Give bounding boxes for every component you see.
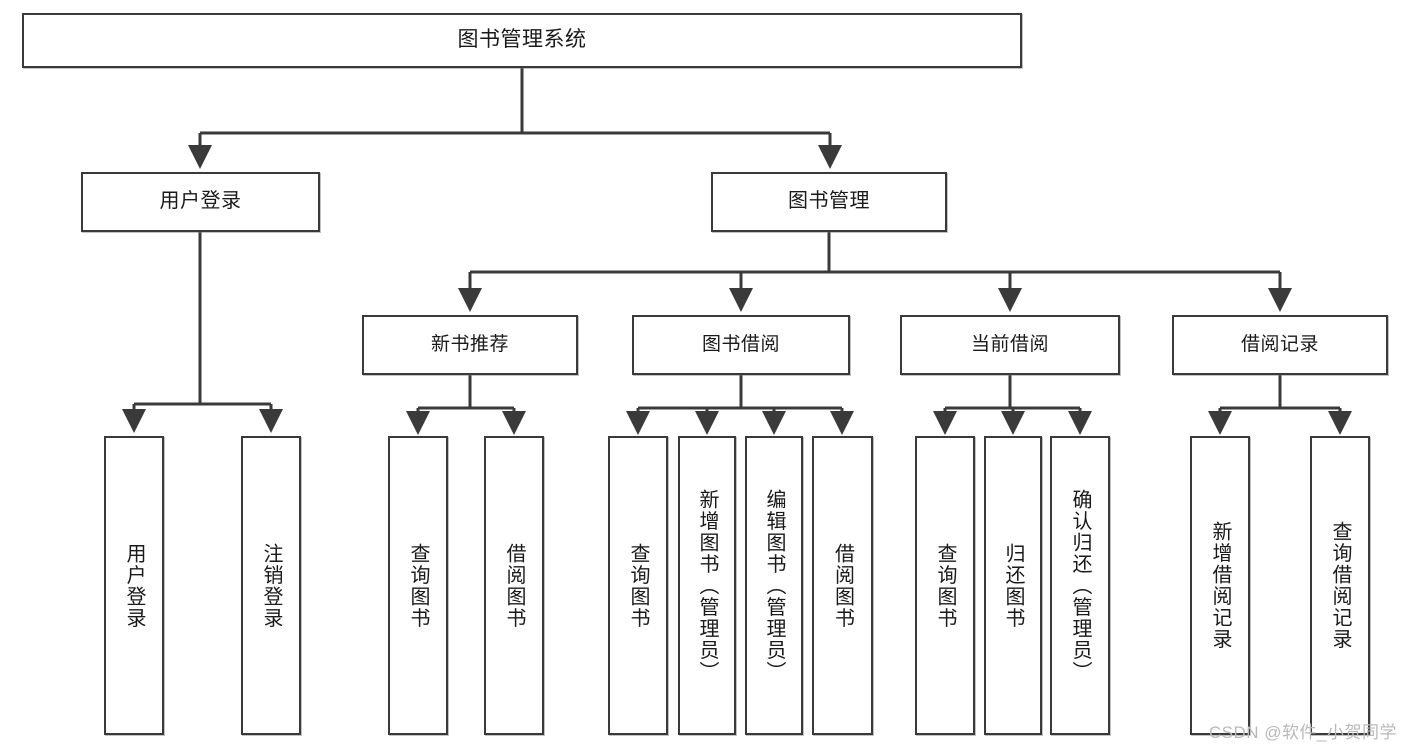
- node-new-book-recommend[interactable]: 新书推荐: [362, 315, 578, 375]
- leaf-edit-book-admin-label: 编辑图书（管理员）: [763, 488, 785, 683]
- leaf-query-book-recommend[interactable]: 查询图书: [388, 436, 448, 735]
- leaf-query-book-recommend-label: 查询图书: [407, 542, 429, 629]
- leaf-confirm-return-admin-label: 确认归还（管理员）: [1069, 488, 1091, 683]
- node-user-login-label: 用户登录: [159, 190, 242, 213]
- node-current-borrow-label: 当前借阅: [970, 333, 1049, 355]
- leaf-query-borrow-record-label: 查询借阅记录: [1329, 521, 1351, 650]
- leaf-add-borrow-record-label: 新增借阅记录: [1209, 521, 1231, 650]
- leaf-edit-book-admin[interactable]: 编辑图书（管理员）: [745, 436, 803, 735]
- node-current-borrow[interactable]: 当前借阅: [900, 315, 1120, 375]
- node-new-book-recommend-label: 新书推荐: [430, 333, 509, 355]
- leaf-add-book-admin-label: 新增图书（管理员）: [696, 488, 718, 683]
- leaf-borrow-book-recommend-label: 借阅图书: [503, 542, 525, 629]
- leaf-logout[interactable]: 注销登录: [241, 436, 301, 735]
- watermark: CSDN @软件_小贺同学: [1208, 723, 1397, 742]
- leaf-borrow-book-recommend[interactable]: 借阅图书: [484, 436, 544, 735]
- leaf-confirm-return-admin[interactable]: 确认归还（管理员）: [1050, 436, 1110, 735]
- leaf-borrow-book-label: 借阅图书: [831, 542, 854, 629]
- leaf-add-borrow-record[interactable]: 新增借阅记录: [1190, 436, 1250, 735]
- leaf-query-book-borrow-label: 查询图书: [627, 542, 649, 629]
- leaf-return-book[interactable]: 归还图书: [984, 436, 1042, 735]
- leaf-add-book-admin[interactable]: 新增图书（管理员）: [678, 436, 736, 735]
- node-book-borrow[interactable]: 图书借阅: [632, 315, 850, 375]
- leaf-user-login[interactable]: 用户登录: [104, 436, 164, 735]
- leaf-user-login-label: 用户登录: [123, 542, 145, 629]
- leaf-return-book-label: 归还图书: [1002, 542, 1024, 629]
- node-book-manage-label: 图书管理: [788, 190, 870, 213]
- node-book-manage[interactable]: 图书管理: [711, 172, 947, 232]
- leaf-query-book-current-label: 查询图书: [934, 542, 956, 629]
- node-book-borrow-label: 图书借阅: [701, 333, 780, 355]
- leaf-query-borrow-record[interactable]: 查询借阅记录: [1310, 436, 1370, 735]
- leaf-logout-label: 注销登录: [260, 542, 282, 629]
- node-borrow-record-label: 借阅记录: [1240, 333, 1319, 355]
- leaf-query-book-current[interactable]: 查询图书: [915, 436, 975, 735]
- node-root-system[interactable]: 图书管理系统: [22, 13, 1022, 68]
- node-user-login[interactable]: 用户登录: [81, 172, 320, 232]
- node-root-label: 图书管理系统: [457, 28, 587, 52]
- node-borrow-record[interactable]: 借阅记录: [1172, 315, 1388, 375]
- leaf-borrow-book[interactable]: 借阅图书: [812, 436, 873, 735]
- leaf-query-book-borrow[interactable]: 查询图书: [608, 436, 668, 735]
